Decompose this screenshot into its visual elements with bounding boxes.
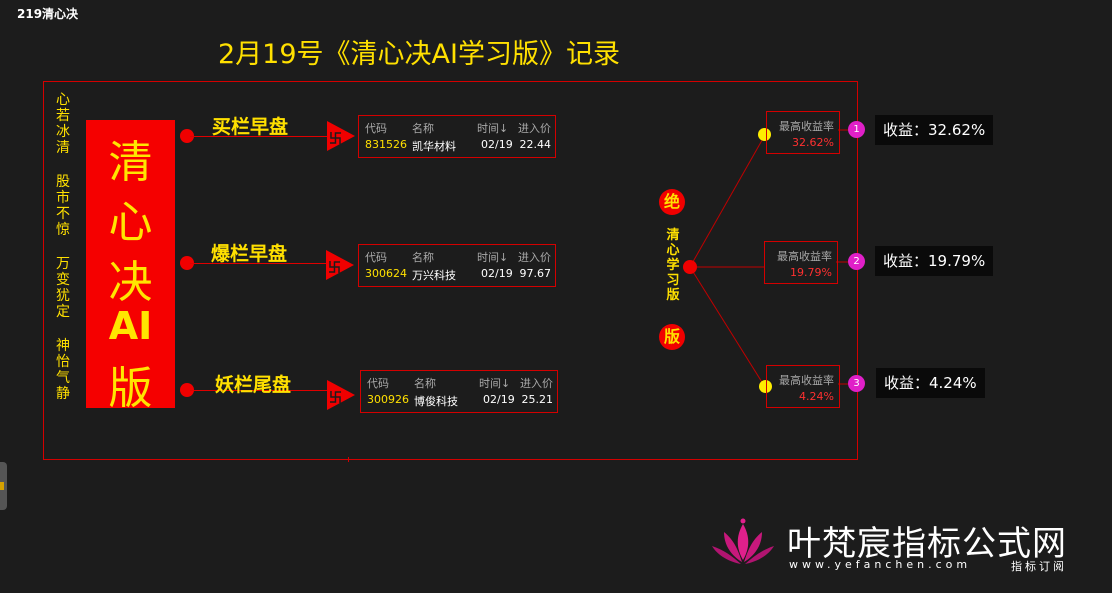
yield-label: 最高收益率 (779, 374, 834, 387)
col-code: 代码 (365, 122, 387, 135)
vertical-top-badge: 绝 (659, 189, 685, 215)
flag-icon (327, 380, 355, 410)
side-handle-mark (0, 482, 4, 490)
col-price: 进入价 (518, 122, 551, 135)
watermark-url: www.yefanchen.com (789, 558, 972, 571)
rank-badge: 2 (848, 253, 865, 270)
rank-badge: 1 (848, 121, 865, 138)
stock-name: 万兴科技 (412, 269, 456, 282)
col-time[interactable]: 时间↓ (477, 251, 509, 264)
col-name: 名称 (414, 377, 436, 390)
page-title: 2月19号《清心决AI学习版》记录 (218, 39, 620, 70)
branch-dot (180, 129, 194, 143)
motto-line: 万变犹定 (56, 256, 70, 320)
stock-code: 300624 (365, 267, 407, 280)
col-price: 进入价 (518, 251, 551, 264)
col-price: 进入价 (520, 377, 553, 390)
flag-symbol: 卐 (328, 261, 342, 276)
stock-code: 300926 (367, 393, 409, 406)
motto-line: 股市不惊 (56, 174, 70, 238)
stock-time: 02/19 (481, 267, 513, 280)
branch-label: 买栏早盘 (212, 116, 289, 138)
stock-price: 25.21 (521, 393, 554, 406)
watermark-title: 叶梵宸指标公式网 (787, 524, 1067, 564)
col-name: 名称 (412, 251, 434, 264)
yield-box: 最高收益率 32.62% (766, 111, 840, 154)
brand-block: 清 心 决 AI 版 (86, 120, 175, 414)
gain-callout: 收益：4.24% (876, 368, 985, 398)
stock-price: 97.67 (519, 267, 552, 280)
col-code: 代码 (367, 377, 389, 390)
yield-box: 最高收益率 19.79% (764, 241, 838, 284)
branch-dot (180, 256, 194, 270)
stock-time: 02/19 (483, 393, 515, 406)
stock-name: 博俊科技 (414, 395, 458, 408)
stock-quote-table[interactable]: 代码 名称 时间↓ 进入价 831526 凯华材料 02/19 22.44 (358, 115, 556, 158)
hub-dot (683, 260, 697, 274)
yield-label: 最高收益率 (777, 250, 832, 263)
table-row[interactable]: 831526 凯华材料 02/19 22.44 (359, 138, 555, 154)
stock-quote-table[interactable]: 代码 名称 时间↓ 进入价 300926 博俊科技 02/19 25.21 (360, 370, 558, 413)
table-header: 代码 名称 时间↓ 进入价 (361, 375, 557, 391)
gain-callout: 收益：32.62% (875, 115, 994, 145)
flag-symbol: 卐 (329, 132, 343, 147)
branch-label: 妖栏尾盘 (215, 374, 292, 396)
yield-dot (759, 380, 772, 393)
record-frame (43, 81, 858, 460)
branch-line (190, 136, 330, 137)
branch-line (190, 263, 330, 264)
table-header: 代码 名称 时间↓ 进入价 (359, 249, 555, 265)
vertical-label: 清心学习版 (666, 228, 680, 303)
branch-label: 爆栏早盘 (211, 243, 288, 265)
branch-dot (180, 383, 194, 397)
stock-price: 22.44 (519, 138, 552, 151)
stock-quote-table[interactable]: 代码 名称 时间↓ 进入价 300624 万兴科技 02/19 97.67 (358, 244, 556, 287)
frame-tick (348, 457, 349, 462)
gain-callout: 收益：19.79% (875, 246, 994, 276)
motto-line: 神怡气静 (56, 338, 70, 402)
yield-value: 32.62% (792, 136, 834, 149)
brand-char: 清 (108, 137, 153, 188)
yield-value: 4.24% (799, 390, 834, 403)
branch-line (190, 390, 330, 391)
stock-code: 831526 (365, 138, 407, 151)
col-time[interactable]: 时间↓ (477, 122, 509, 135)
table-row[interactable]: 300926 博俊科技 02/19 25.21 (361, 393, 557, 409)
flag-symbol: 卐 (329, 391, 343, 406)
stock-name: 凯华材料 (412, 140, 456, 153)
col-code: 代码 (365, 251, 387, 264)
yield-label: 最高收益率 (779, 120, 834, 133)
table-row[interactable]: 300624 万兴科技 02/19 97.67 (359, 267, 555, 283)
yield-value: 19.79% (790, 266, 832, 279)
watermark-subtitle: 指标订阅 (1011, 560, 1067, 573)
brand-char: 版 (108, 363, 153, 414)
brand-char: 心 (108, 197, 153, 248)
brand-char: AI (108, 304, 153, 348)
yield-box: 最高收益率 4.24% (766, 365, 840, 408)
col-time[interactable]: 时间↓ (479, 377, 511, 390)
motto-column: 心若冰清 股市不惊 万变犹定 神怡气静 (54, 92, 72, 420)
flag-icon (326, 250, 354, 280)
rank-badge: 3 (848, 375, 865, 392)
brand-char: 决 (108, 257, 153, 308)
window-title: 219清心决 (17, 7, 79, 21)
lotus-logo-icon (712, 518, 774, 564)
yield-dot (758, 128, 771, 141)
col-name: 名称 (412, 122, 434, 135)
motto-line: 心若冰清 (56, 92, 70, 156)
stock-time: 02/19 (481, 138, 513, 151)
table-header: 代码 名称 时间↓ 进入价 (359, 120, 555, 136)
flag-icon (327, 121, 355, 151)
vertical-bottom-badge: 版 (659, 324, 685, 350)
